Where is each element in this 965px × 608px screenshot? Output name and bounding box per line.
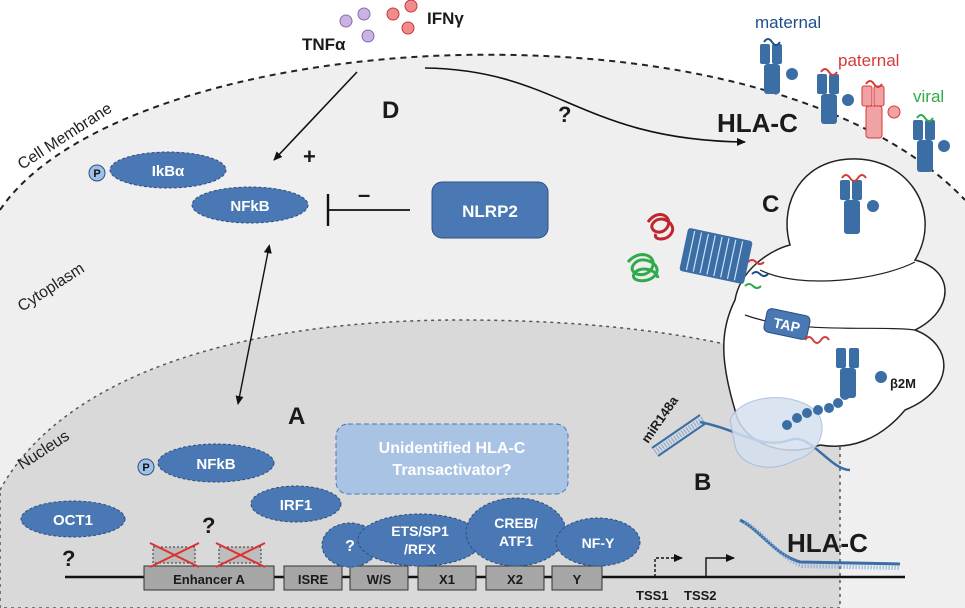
nfy-label: NF-Y <box>582 535 615 551</box>
unknown-factor-label: ? <box>345 538 355 555</box>
tss2-arrow <box>705 554 735 577</box>
proteasome <box>679 228 753 284</box>
unidentified-transactivator-box <box>335 423 569 495</box>
green-protein-tangle <box>626 253 660 283</box>
tss1-label: TSS1 <box>636 588 669 603</box>
creb-line1: CREB/ <box>494 515 538 531</box>
tap-peptide <box>804 336 830 344</box>
y-box <box>551 565 603 591</box>
isre-label: ISRE <box>298 572 329 587</box>
nfy-oval <box>555 517 641 567</box>
oct1-label: OCT1 <box>53 512 93 529</box>
tap-label: TAP <box>772 314 802 335</box>
nfkb-phospho-label: P <box>142 462 149 474</box>
enhancer-a-label: Enhancer A <box>173 572 245 587</box>
hla-transcript-ticks <box>743 520 901 570</box>
ikba-oval <box>109 151 227 189</box>
viral-label: viral <box>913 87 944 106</box>
panel-d-label: D <box>382 97 399 124</box>
y-label: Y <box>573 572 582 587</box>
b2m-label: β2M <box>890 376 916 391</box>
hla-surface-label: HLA-C <box>717 108 798 138</box>
cytokine-to-nfkb-arrow <box>273 71 358 161</box>
tnf-label: TNFα <box>302 35 346 54</box>
peptide-green <box>744 283 762 289</box>
nfkb-nuc-oval <box>157 443 275 483</box>
nlrp2-box <box>431 181 549 239</box>
unidentified-line1: Unidentified HLA-C <box>379 440 526 457</box>
minus-sign: – <box>358 182 370 207</box>
ets-line1: ETS/SP1 <box>391 523 449 539</box>
nfkb-cyto-label: NFkB <box>230 198 269 215</box>
viral-hla <box>913 114 950 172</box>
nfkb-phospho <box>137 458 155 476</box>
tnf-dots <box>339 7 375 43</box>
question-enhancer: ? <box>202 513 215 538</box>
x2-label: X2 <box>507 572 523 587</box>
er-hla-molecule <box>836 348 887 398</box>
red-protein-tangle <box>646 212 675 241</box>
nlrp2-label: NLRP2 <box>462 202 518 221</box>
er-fold-1 <box>759 261 916 282</box>
panel-a-label: A <box>288 403 305 430</box>
unidentified-line2: Transactivator? <box>392 462 511 479</box>
irf1-oval <box>250 485 342 523</box>
ets-oval <box>357 513 483 567</box>
hla-gene-label: HLA-C <box>787 528 868 558</box>
ikba-phospho-label: P <box>93 168 100 180</box>
ikba-label: IkBα <box>152 163 185 180</box>
maternal-hla-1 <box>760 38 798 94</box>
cytokine-to-hla-arrow <box>424 67 746 146</box>
ikba-phospho <box>88 164 106 182</box>
panel-c-label: C <box>762 191 779 218</box>
hla-transcript <box>739 518 901 566</box>
maternal-label: maternal <box>755 13 821 32</box>
plus-sign: + <box>303 144 316 169</box>
mirna-duplex <box>651 414 707 457</box>
peptide-red <box>747 259 765 265</box>
cell-membrane <box>0 53 965 211</box>
x1-label: X1 <box>439 572 455 587</box>
ws-label: W/S <box>367 572 392 587</box>
ifn-dots <box>386 0 418 35</box>
ets-line2: /RFX <box>404 541 437 557</box>
tss1-arrow <box>654 554 683 577</box>
ifn-label: IFNγ <box>427 9 464 28</box>
nfkb-cyto-oval <box>191 186 309 224</box>
x2-box <box>485 565 545 591</box>
maternal-hla-2 <box>817 68 854 124</box>
creb-line2: ATF1 <box>499 533 533 549</box>
panel-b-label: B <box>694 469 711 496</box>
question-oct1: ? <box>62 546 75 571</box>
oct1-oval <box>20 500 126 538</box>
endoplasmic-reticulum <box>723 158 946 451</box>
creb-oval <box>465 497 567 567</box>
irf1-label: IRF1 <box>280 497 313 514</box>
peptide-blue <box>751 271 769 277</box>
ws-box <box>349 565 409 591</box>
nfkb-translocation-arrow <box>235 244 272 405</box>
enhancer-a-box <box>143 542 275 591</box>
nfkb-nuc-label: NFkB <box>196 456 235 473</box>
paternal-label: paternal <box>838 51 899 70</box>
tap-box <box>763 308 811 340</box>
paternal-hla <box>861 80 901 139</box>
x1-box <box>417 565 477 591</box>
isre-box <box>283 565 343 591</box>
question-d: ? <box>558 102 571 127</box>
tss2-label: TSS2 <box>684 588 717 603</box>
er-loaded-hla <box>840 174 879 234</box>
